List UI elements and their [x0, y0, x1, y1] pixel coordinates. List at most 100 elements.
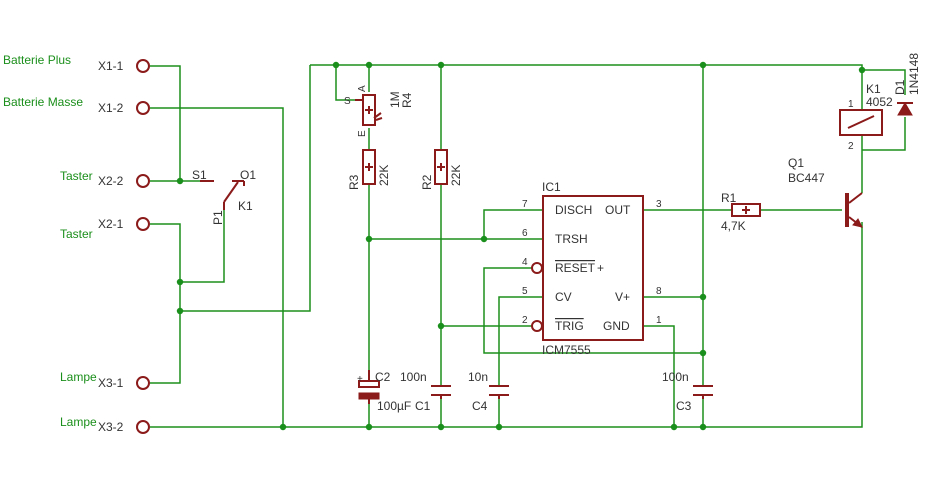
ic-pin-number: 6: [522, 228, 528, 239]
net-label-taster: Taster: [60, 227, 93, 241]
resistor-r1: R1 4,7K: [721, 191, 761, 233]
coil-name: K1: [866, 82, 881, 96]
transistor-q1: Q1 BC447: [788, 156, 863, 228]
ic-pin-number: 1: [656, 315, 662, 326]
connector-x3-2: X3-2: [98, 420, 150, 434]
switch-name: K1: [238, 199, 253, 213]
junction-dot: [699, 349, 707, 357]
capacitor-c3: 100n C3: [662, 370, 713, 413]
pot-pin-a: A: [357, 85, 368, 92]
resistor-name: R1: [721, 191, 737, 205]
net-labels: Batterie Plus Batterie Masse Taster Tast…: [3, 53, 97, 429]
pot-pin-s: S: [344, 96, 351, 107]
junction-dot: [670, 423, 678, 431]
junction-dot: [495, 423, 503, 431]
ic-value: ICM7555: [542, 343, 591, 357]
pot-name: R4: [400, 92, 414, 108]
switch-pin-s1: S1: [192, 168, 207, 182]
ic-pin-number: 4: [522, 257, 528, 268]
connector-label: X2-1: [98, 217, 124, 231]
net-label-taster: Taster: [60, 169, 93, 183]
ic-pin-number: 8: [656, 286, 662, 297]
junction-dot: [365, 423, 373, 431]
switch-pin-o1: O1: [240, 168, 256, 182]
junction-dot: [858, 66, 866, 74]
junction-dot: [365, 61, 373, 69]
ic-pin-reset: RESET: [555, 261, 596, 275]
capacitor-name: C2: [375, 370, 391, 384]
capacitor-name: C3: [676, 399, 692, 413]
resistor-r2: R2 22K: [420, 149, 463, 190]
capacitor-value: 10n: [468, 370, 488, 384]
ic-pin-vplus: V+: [615, 290, 630, 304]
connector-x2-1: X2-1: [98, 217, 150, 231]
connector-label: X3-1: [98, 376, 124, 390]
transistor-value: BC447: [788, 171, 825, 185]
junction-dot: [176, 307, 184, 315]
resistor-name: R2: [420, 174, 434, 190]
connector-label: X1-2: [98, 101, 124, 115]
net-label-lampe: Lampe: [60, 415, 97, 429]
capacitor-value: 100n: [662, 370, 689, 384]
connector-label: X2-2: [98, 174, 124, 188]
connector-x2-2: X2-2: [98, 174, 150, 188]
ic-pin-trsh: TRSH: [555, 232, 588, 246]
ic-pin-out: OUT: [605, 203, 631, 217]
junctions: [176, 61, 866, 431]
net-label-batterie-masse: Batterie Masse: [3, 95, 83, 109]
coil-pin-number: 2: [848, 141, 854, 152]
capacitor-value: 100µF: [377, 399, 411, 413]
junction-dot: [437, 423, 445, 431]
capacitor-c1: 100n C1: [400, 370, 451, 413]
capacitor-plus-sign: +: [357, 374, 363, 385]
junction-dot: [699, 423, 707, 431]
capacitor-c4: 10n C4: [468, 370, 509, 413]
resistor-value: 22K: [377, 165, 391, 186]
diode-name: D1: [893, 79, 907, 95]
ic-pin-gnd: GND: [603, 319, 630, 333]
ic-reset-plus: +: [597, 261, 604, 275]
diode-d1: D1 1N4148: [893, 53, 921, 116]
ic-icm7555: IC1 ICM7555 DISCH TRSH RESET + CV TRIG O…: [522, 180, 662, 357]
junction-dot: [279, 423, 287, 431]
diode-value: 1N4148: [907, 53, 921, 95]
relay-coil-k1: 1 2 K1 4052: [839, 82, 893, 152]
coil-pin-number: 1: [848, 99, 854, 110]
resistor-value: 22K: [449, 165, 463, 186]
junction-dot: [699, 61, 707, 69]
junction-dot: [437, 322, 445, 330]
connector-x1-1: X1-1: [98, 59, 150, 73]
junction-dot: [480, 235, 488, 243]
ic-pin-number: 3: [656, 199, 662, 210]
connector-label: X3-2: [98, 420, 124, 434]
net-label-batterie-plus: Batterie Plus: [3, 53, 71, 67]
pot-value: 1M: [388, 91, 402, 108]
capacitor-name: C4: [472, 399, 488, 413]
wires: [150, 64, 906, 428]
ic-pin-number: 2: [522, 315, 528, 326]
net-label-lampe: Lampe: [60, 370, 97, 384]
ic-name: IC1: [542, 180, 561, 194]
resistor-name: R3: [347, 174, 361, 190]
junction-dot: [437, 61, 445, 69]
junction-dot: [176, 177, 184, 185]
transistor-name: Q1: [788, 156, 804, 170]
ic-pin-cv: CV: [555, 290, 572, 304]
connector-x3-1: X3-1: [98, 376, 150, 390]
capacitor-c2: + C2 100µF: [357, 370, 411, 413]
connector-x1-2: X1-2: [98, 101, 150, 115]
junction-dot: [332, 61, 340, 69]
ic-pin-number: 7: [522, 199, 528, 210]
ic-pin-trig: TRIG: [555, 319, 584, 333]
switch-pin-p1: P1: [211, 210, 225, 225]
capacitor-value: 100n: [400, 370, 427, 384]
pot-pin-e: E: [357, 130, 368, 137]
resistor-value: 4,7K: [721, 219, 746, 233]
potentiometer-r4: S A E 1M R4: [344, 85, 414, 137]
capacitor-name: C1: [415, 399, 431, 413]
resistor-r3: R3 22K: [347, 149, 391, 190]
connector-label: X1-1: [98, 59, 124, 73]
coil-value: 4052: [866, 95, 893, 109]
junction-dot: [699, 293, 707, 301]
relay-switch-k1: S1 O1 K1 P1: [192, 168, 256, 225]
